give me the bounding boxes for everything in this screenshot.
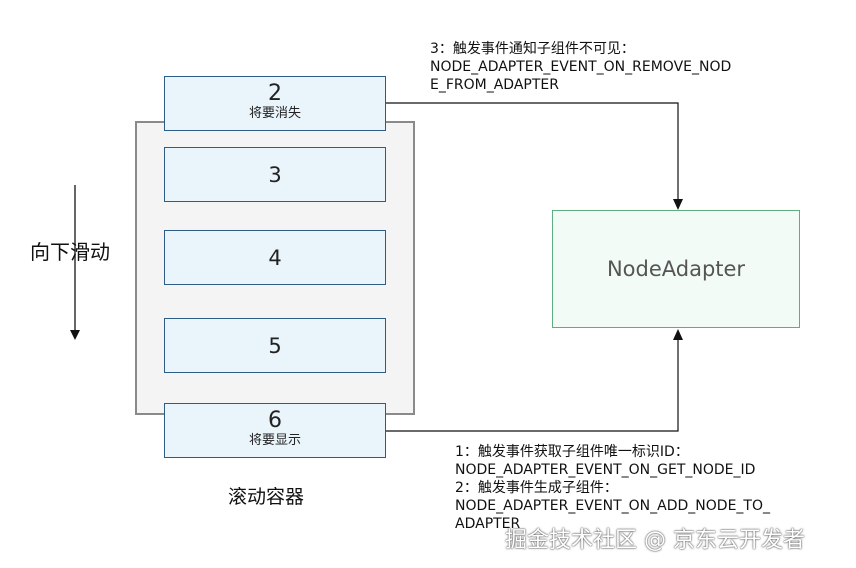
note-line: 2：触发事件生成子组件： <box>455 480 618 496</box>
item-number: 6 <box>268 408 282 433</box>
scroll-direction-label: 向下滑动 <box>30 240 110 264</box>
scroll-direction-arrowhead <box>70 330 80 340</box>
note-line: NODE_ADAPTER_EVENT_ON_REMOVE_NOD <box>430 59 732 75</box>
node-adapter-box: NodeAdapter <box>552 210 800 328</box>
remove-node-arrowhead <box>673 199 683 210</box>
add-node-arrowhead <box>673 329 683 340</box>
note-line: NODE_ADAPTER_EVENT_ON_GET_NODE_ID <box>455 462 756 478</box>
watermark: 掘金技术社区 @ 京东云开发者 <box>505 528 805 553</box>
note-line: E_FROM_ADAPTER <box>430 77 559 93</box>
list-item-2: 2 将要消失 <box>164 76 386 131</box>
item-status: 将要显示 <box>248 433 301 448</box>
remove-node-connector <box>386 102 679 200</box>
item-status: 将要消失 <box>248 106 301 121</box>
list-item-4: 4 <box>164 230 386 285</box>
item-number: 3 <box>268 162 282 187</box>
note-line: NODE_ADAPTER_EVENT_ON_ADD_NODE_TO_ <box>455 498 770 514</box>
container-label: 滚动容器 <box>228 486 305 508</box>
list-item-3: 3 <box>164 147 386 202</box>
list-item-6: 6 将要显示 <box>164 403 386 458</box>
add-node-connector <box>386 339 679 432</box>
remove-node-note: 3：触发事件通知子组件不可见： NODE_ADAPTER_EVENT_ON_RE… <box>430 40 731 94</box>
item-number: 5 <box>268 333 282 358</box>
add-node-note: 1：触发事件获取子组件唯一标识ID： NODE_ADAPTER_EVENT_ON… <box>455 443 770 533</box>
note-line: ADAPTER <box>455 516 521 532</box>
item-number: 4 <box>268 245 282 270</box>
note-line: 3：触发事件通知子组件不可见： <box>430 41 635 57</box>
node-adapter-label: NodeAdapter <box>606 257 746 281</box>
list-item-5: 5 <box>164 318 386 373</box>
item-number: 2 <box>268 81 282 106</box>
note-line: 1：触发事件获取子组件唯一标识ID： <box>455 444 689 460</box>
